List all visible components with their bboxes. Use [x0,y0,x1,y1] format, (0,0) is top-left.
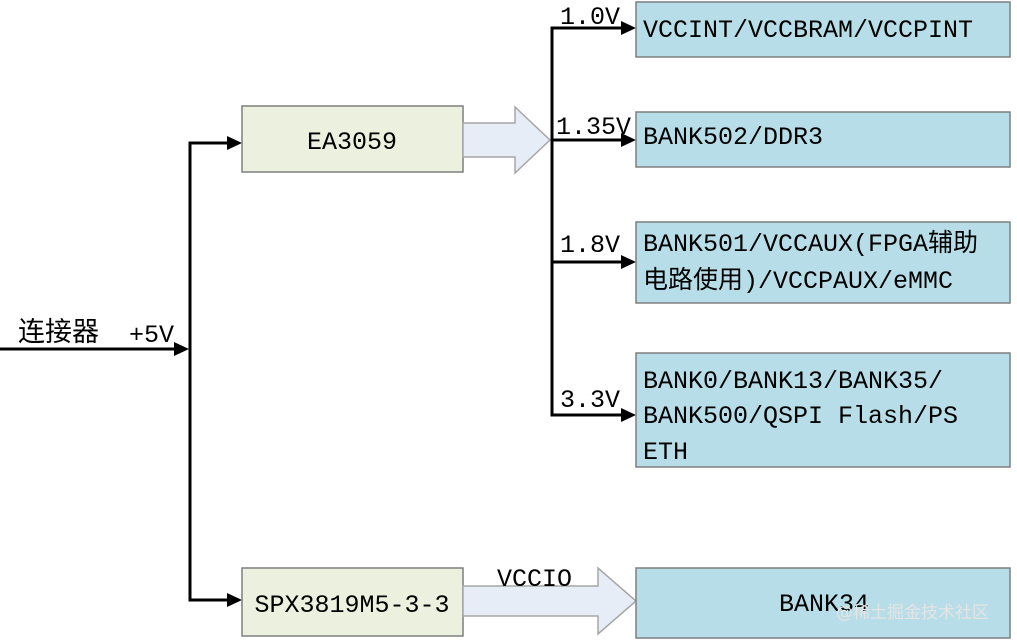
regulator-name-spx3819: SPX3819M5-3-3 [254,591,449,620]
load-box-bank34 [635,567,1011,639]
connector-label: 连接器 [18,317,99,348]
branch-arrowhead-spx3819 [227,593,242,607]
load-box-1v8 [635,221,1011,304]
io-rail-voltage-label: VCCIO [497,565,572,594]
regulator-box-spx3819 [241,567,464,637]
regulator-name-ea3059: EA3059 [307,128,397,157]
rail-voltage-1v35: 1.35V [556,113,631,142]
input-arrowhead [174,342,189,356]
input-voltage-label: +5V [129,321,174,350]
watermark-text: @稀土掘金技术社区 [836,603,989,623]
load-box-3v3 [635,352,1011,468]
load-text-1v0-line1: VCCINT/VCCBRAM/VCCPINT [643,16,973,45]
rail-voltage-1v8: 1.8V [560,231,620,260]
rail-arrowhead-1v0 [621,21,636,35]
load-text-1v35-line1: BANK502/DDR3 [643,123,823,152]
load-box-1v35 [635,111,1011,168]
rail-voltage-3v3: 3.3V [560,386,620,415]
rail-voltage-1v0: 1.0V [560,3,620,32]
load-text-3v3-line1: BANK0/BANK13/BANK35/ [643,367,943,396]
load-text-3v3-line3: ETH [643,438,688,467]
branch-arrowhead-ea3059 [227,136,242,150]
load-text-1v8-line1: BANK501/VCCAUX(FPGA辅助 [643,229,978,259]
block-arrow-vccio [462,566,638,636]
block-arrow-ea3059-output [462,105,552,175]
load-box-1v0 [635,1,1011,58]
rail-arrowhead-1v35 [621,133,636,147]
rail-arrowhead-3v3 [621,408,636,422]
load-text-bank34: BANK34 [779,590,869,619]
rail-arrowhead-1v8 [621,255,636,269]
load-text-3v3-line2: BANK500/QSPI Flash/PS [643,402,958,431]
regulator-box-ea3059 [241,105,464,173]
load-text-1v8-line2: 电路使用)/VCCPAUX/eMMC [643,266,953,296]
